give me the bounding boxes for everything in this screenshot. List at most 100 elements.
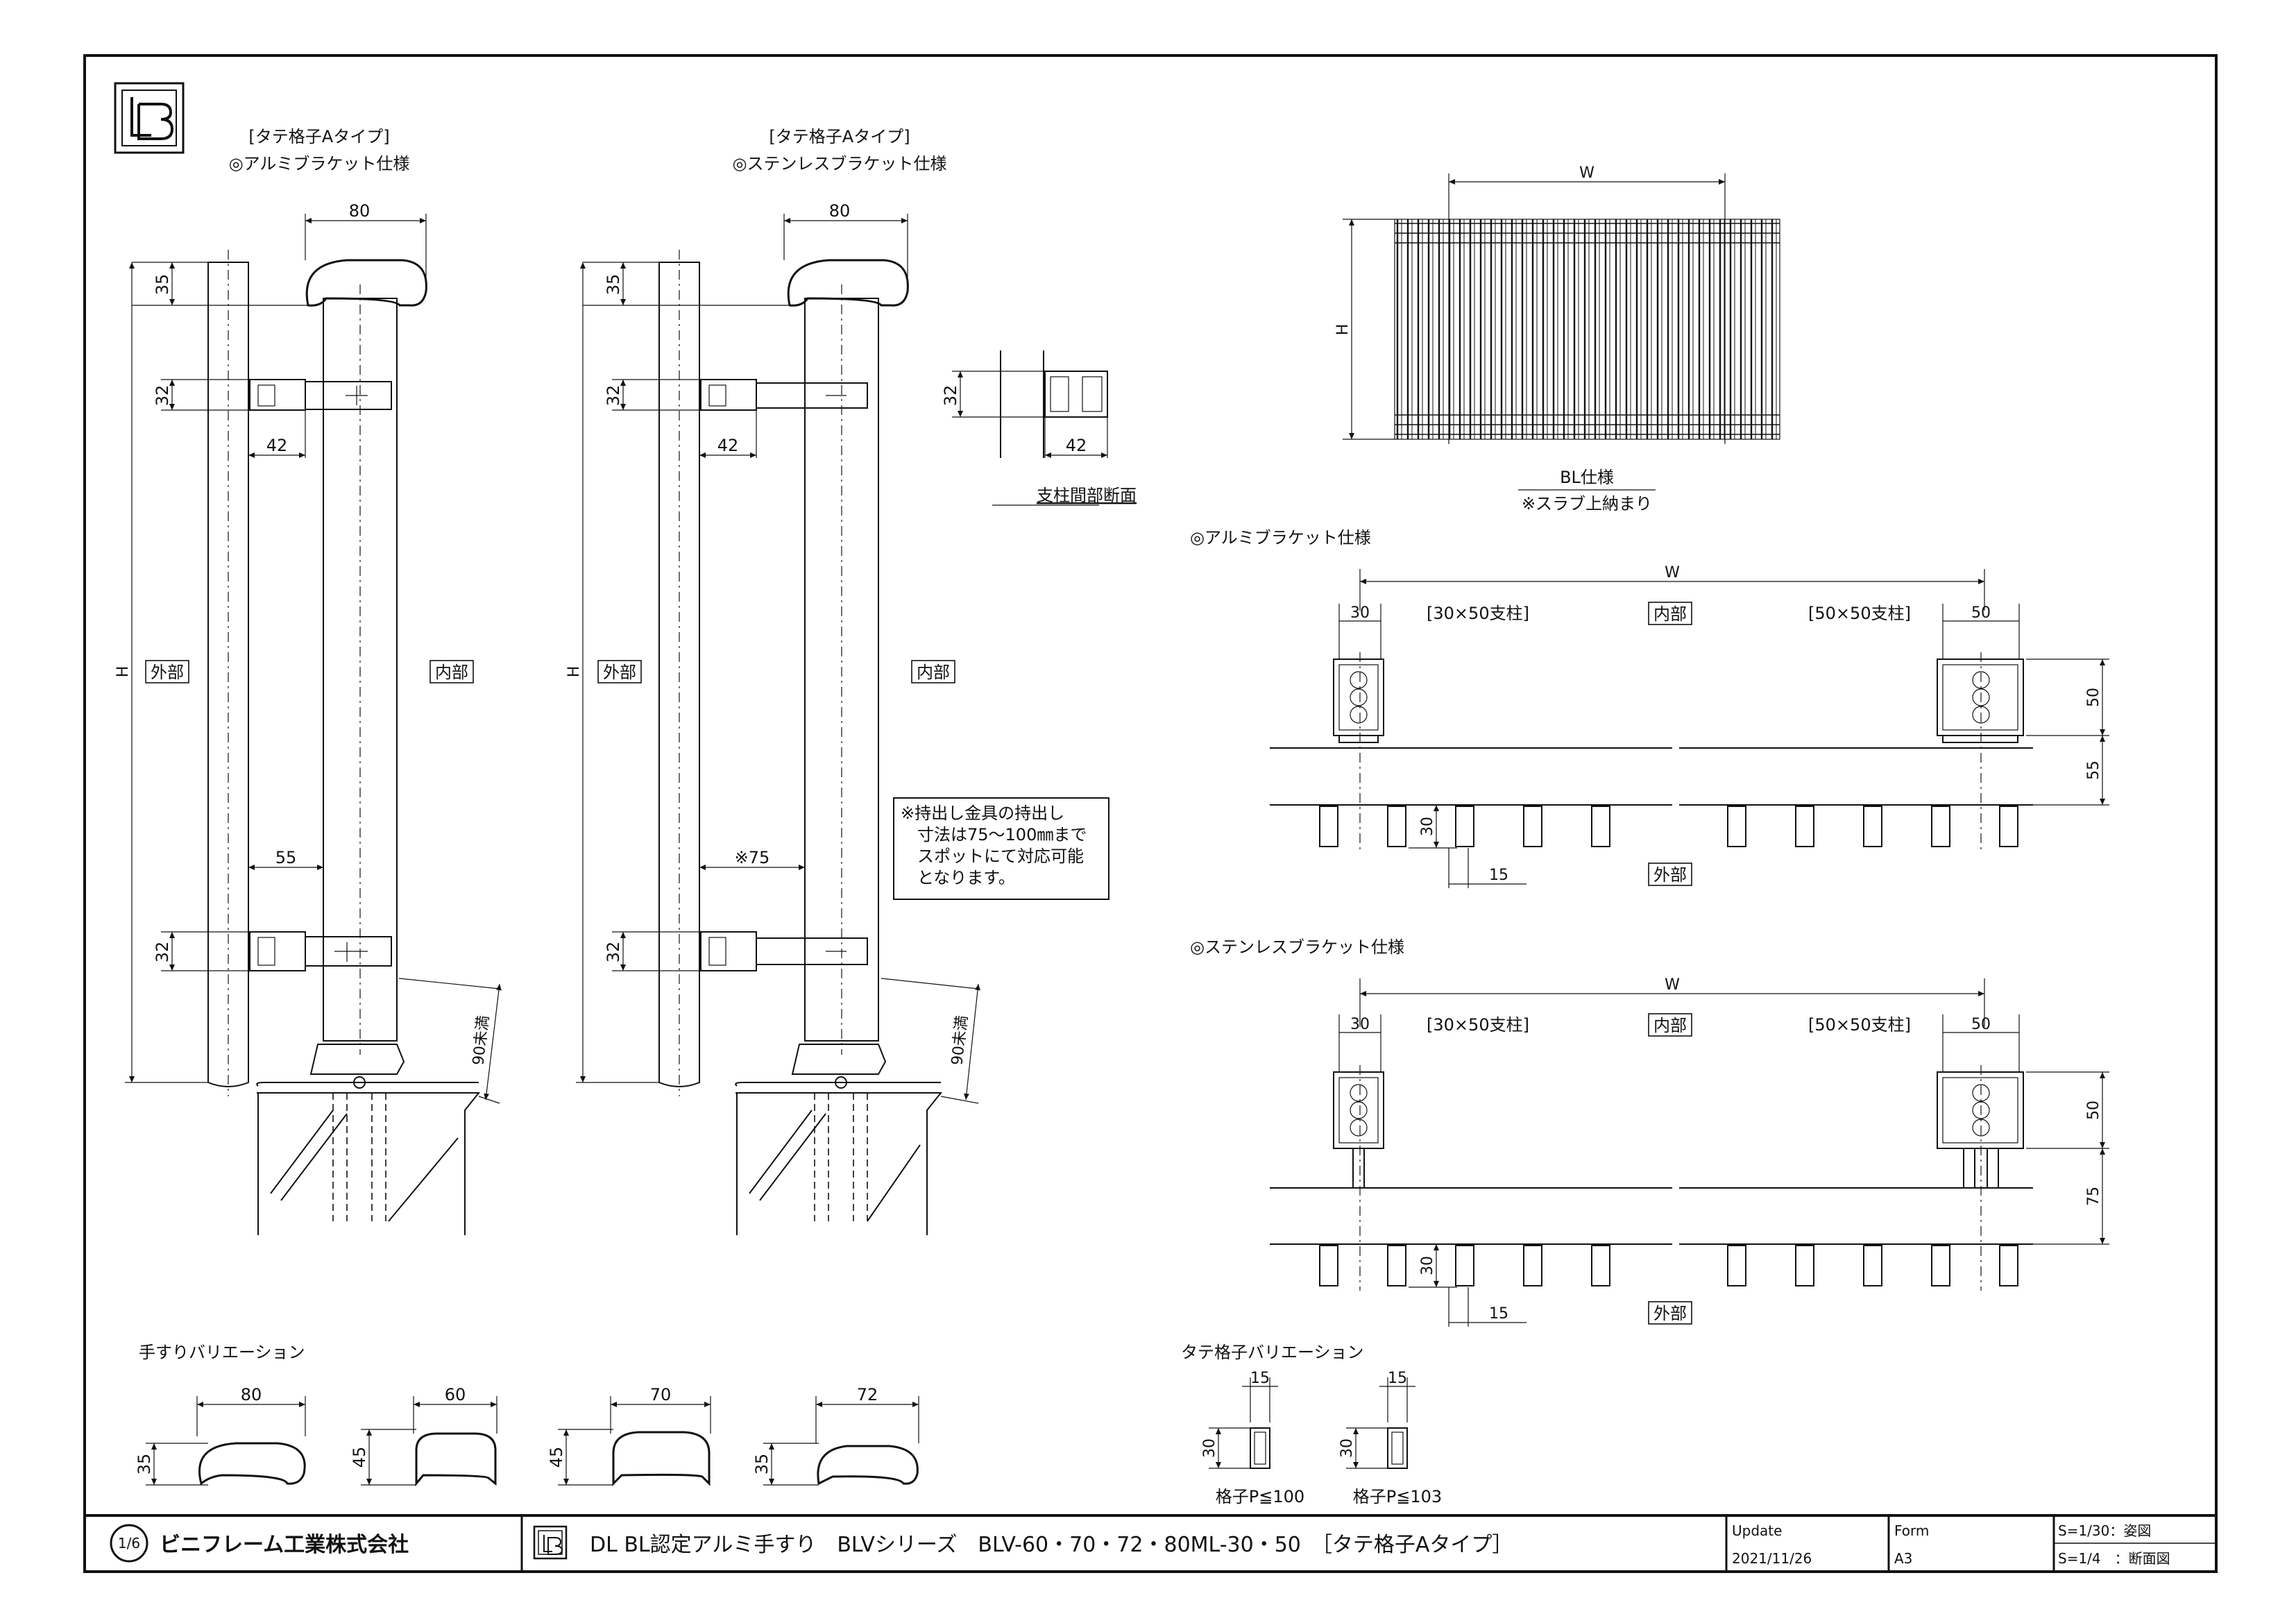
- svg-text:1/6: 1/6: [118, 1535, 140, 1552]
- handrail-var-title: 手すりバリエーション: [139, 1343, 305, 1362]
- mid-dim-80: 80: [829, 201, 851, 221]
- title-lb-logo: [533, 1525, 568, 1560]
- baluster-1-height: 30: [1201, 1438, 1218, 1458]
- drawing-title: DL BL認定アルミ手すり BLVシリーズ BLV-60・70・72・80ML-…: [590, 1533, 1513, 1557]
- handrail-profile-4: 72 35: [752, 1385, 919, 1486]
- plan-alu-dim-30: 30: [1350, 604, 1370, 622]
- plan-sus-dim-75: 75: [2085, 1187, 2102, 1206]
- scale-2: S=1/4 ：断面図: [2058, 1550, 2170, 1567]
- mid-section-view: [タテ格子Aタイプ] ◎ステンレスブラケット仕様: [566, 127, 981, 1235]
- plan-alu-title: ◎アルミブラケット仕様: [1190, 528, 1371, 547]
- note-line-2: 寸法は75～100㎜まで: [917, 825, 1087, 844]
- scale-1: S=1/30：姿図: [2058, 1522, 2151, 1539]
- mid-dim-32a: 32: [604, 385, 623, 407]
- handrail-profile-2: 60 45: [350, 1385, 498, 1487]
- company-logo: 1/6: [110, 1524, 148, 1563]
- baluster-variations: タテ格子バリエーション 15 30 格子P≦100 15 30 格子P: [1181, 1343, 1442, 1506]
- update-label: Update: [1732, 1522, 1782, 1539]
- mid-dim-90: 90未満: [949, 1014, 971, 1066]
- plan-sus-dim-w: W: [1665, 976, 1680, 994]
- plan-sus-dim-50right: 50: [2085, 1101, 2102, 1120]
- plan-alu-balusters: [1319, 806, 2018, 847]
- baluster-profile-2: 15 30 格子P≦103: [1338, 1370, 1442, 1506]
- baluster-2-caption: 格子P≦103: [1353, 1487, 1442, 1506]
- mid-dim-35: 35: [604, 274, 623, 296]
- elev-dim-h: H: [1334, 324, 1352, 336]
- plan-sus-dim-50top: 50: [1971, 1016, 1991, 1033]
- plan-sus-label-outside: 外部: [1653, 1304, 1687, 1323]
- mid-label-inside: 内部: [917, 663, 950, 682]
- left-dim-80: 80: [349, 201, 371, 221]
- baluster-2-width: 15: [1388, 1370, 1407, 1387]
- handrail-1-height: 35: [135, 1454, 154, 1475]
- handrail-profile-3: 70 45: [547, 1385, 711, 1486]
- plan-sus-dim-15: 15: [1489, 1305, 1508, 1323]
- sheet-border: [83, 54, 2218, 1573]
- left-title-2: ◎アルミブラケット仕様: [229, 154, 410, 173]
- handrail-3-height: 45: [547, 1447, 566, 1468]
- plan-view-aluminium: ◎アルミブラケット仕様 W 30 [30×50支柱] 内部 [50×50支柱] …: [1190, 528, 2109, 888]
- mid-title-1: [タテ格子Aタイプ]: [769, 127, 910, 146]
- left-dim-90: 90未満: [470, 1014, 492, 1066]
- post-dim-32: 32: [941, 385, 960, 407]
- company-name: ビニフレーム工業株式会社: [160, 1533, 409, 1557]
- handrail-2-width: 60: [445, 1385, 466, 1404]
- elevation-grid: [1394, 219, 1780, 440]
- mid-dim-42: 42: [717, 436, 739, 455]
- left-dim-h: H: [114, 666, 132, 678]
- plan-sus-dim-30: 30: [1350, 1016, 1370, 1033]
- baluster-1-caption: 格子P≦100: [1216, 1487, 1304, 1506]
- mid-label-outside: 外部: [603, 663, 636, 682]
- baluster-profile-1: 15 30 格子P≦100: [1201, 1370, 1304, 1506]
- baluster-1-width: 15: [1250, 1370, 1270, 1387]
- elevation-view: W H BL仕様 ※スラブ上納まり: [1334, 164, 1780, 513]
- handrail-1-width: 80: [241, 1385, 262, 1404]
- left-label-inside: 内部: [435, 663, 468, 682]
- post-section-detail: 32 42 支柱間部断面: [941, 350, 1137, 506]
- plan-view-stainless: ◎ステンレスブラケット仕様 W 30 [30×50支柱] 内部 [50×50支柱…: [1190, 937, 2109, 1327]
- handrail-4-height: 35: [752, 1454, 772, 1475]
- left-dim-32b: 32: [153, 942, 172, 963]
- plan-sus-label-inside: 内部: [1653, 1016, 1687, 1035]
- lower-bracket-mid: [700, 931, 868, 971]
- post-dim-42: 42: [1066, 436, 1087, 455]
- form-value: A3: [1894, 1550, 1912, 1567]
- left-title-1: [タテ格子Aタイプ]: [248, 127, 389, 146]
- elev-caption-1: BL仕様: [1560, 468, 1614, 487]
- mid-dim-32b: 32: [604, 942, 623, 963]
- plan-alu-dim-50right: 50: [2085, 688, 2102, 707]
- note-line-1: ※持出し金具の持出し: [901, 804, 1064, 823]
- elev-dim-w: W: [1579, 164, 1595, 182]
- post-section-caption: 支柱間部断面: [1037, 486, 1137, 505]
- upper-bracket-left: [249, 379, 392, 411]
- mid-dim-h: H: [566, 666, 583, 678]
- handrail-2-height: 45: [350, 1447, 369, 1468]
- mid-title-2: ◎ステンレスブラケット仕様: [733, 154, 947, 173]
- plan-sus-dim-30b: 30: [1419, 1256, 1436, 1275]
- handrail-profile-1: 80 35: [135, 1385, 306, 1486]
- handrail-4-width: 72: [857, 1385, 878, 1404]
- plan-alu-dim-w: W: [1665, 564, 1680, 581]
- plan-alu-dim-15: 15: [1489, 867, 1508, 884]
- note-line-3: スポットにて対応可能: [917, 847, 1084, 866]
- mid-dim-75: ※75: [735, 848, 770, 867]
- plan-sus-title: ◎ステンレスブラケット仕様: [1190, 937, 1404, 957]
- update-value: 2021/11/26: [1732, 1550, 1812, 1567]
- left-section-view: [タテ格子Aタイプ] ◎アルミブラケット仕様: [114, 127, 502, 1235]
- handrail-3-width: 70: [650, 1385, 672, 1404]
- baluster-var-title: タテ格子バリエーション: [1181, 1343, 1364, 1362]
- note-line-4: となります。: [917, 868, 1015, 887]
- lower-bracket-left: [249, 931, 392, 971]
- plan-alu-label-30x50: [30×50支柱]: [1427, 604, 1529, 623]
- left-dim-55: 55: [275, 848, 297, 867]
- plan-alu-dim-55: 55: [2085, 760, 2102, 780]
- bracket-note: ※持出し金具の持出し 寸法は75～100㎜まで スポットにて対応可能 となります…: [893, 797, 1109, 900]
- plan-sus-balusters: [1319, 1245, 2018, 1286]
- left-dim-35: 35: [153, 274, 172, 296]
- lb-logo: [114, 82, 185, 154]
- plan-sus-label-50x50: [50×50支柱]: [1808, 1015, 1911, 1035]
- plan-alu-label-inside: 内部: [1653, 604, 1687, 624]
- plan-alu-dim-30b: 30: [1419, 817, 1436, 836]
- title-block: 1/6 ビニフレーム工業株式会社 DL BL認定アルミ手すり BLVシリーズ B…: [85, 1514, 2216, 1572]
